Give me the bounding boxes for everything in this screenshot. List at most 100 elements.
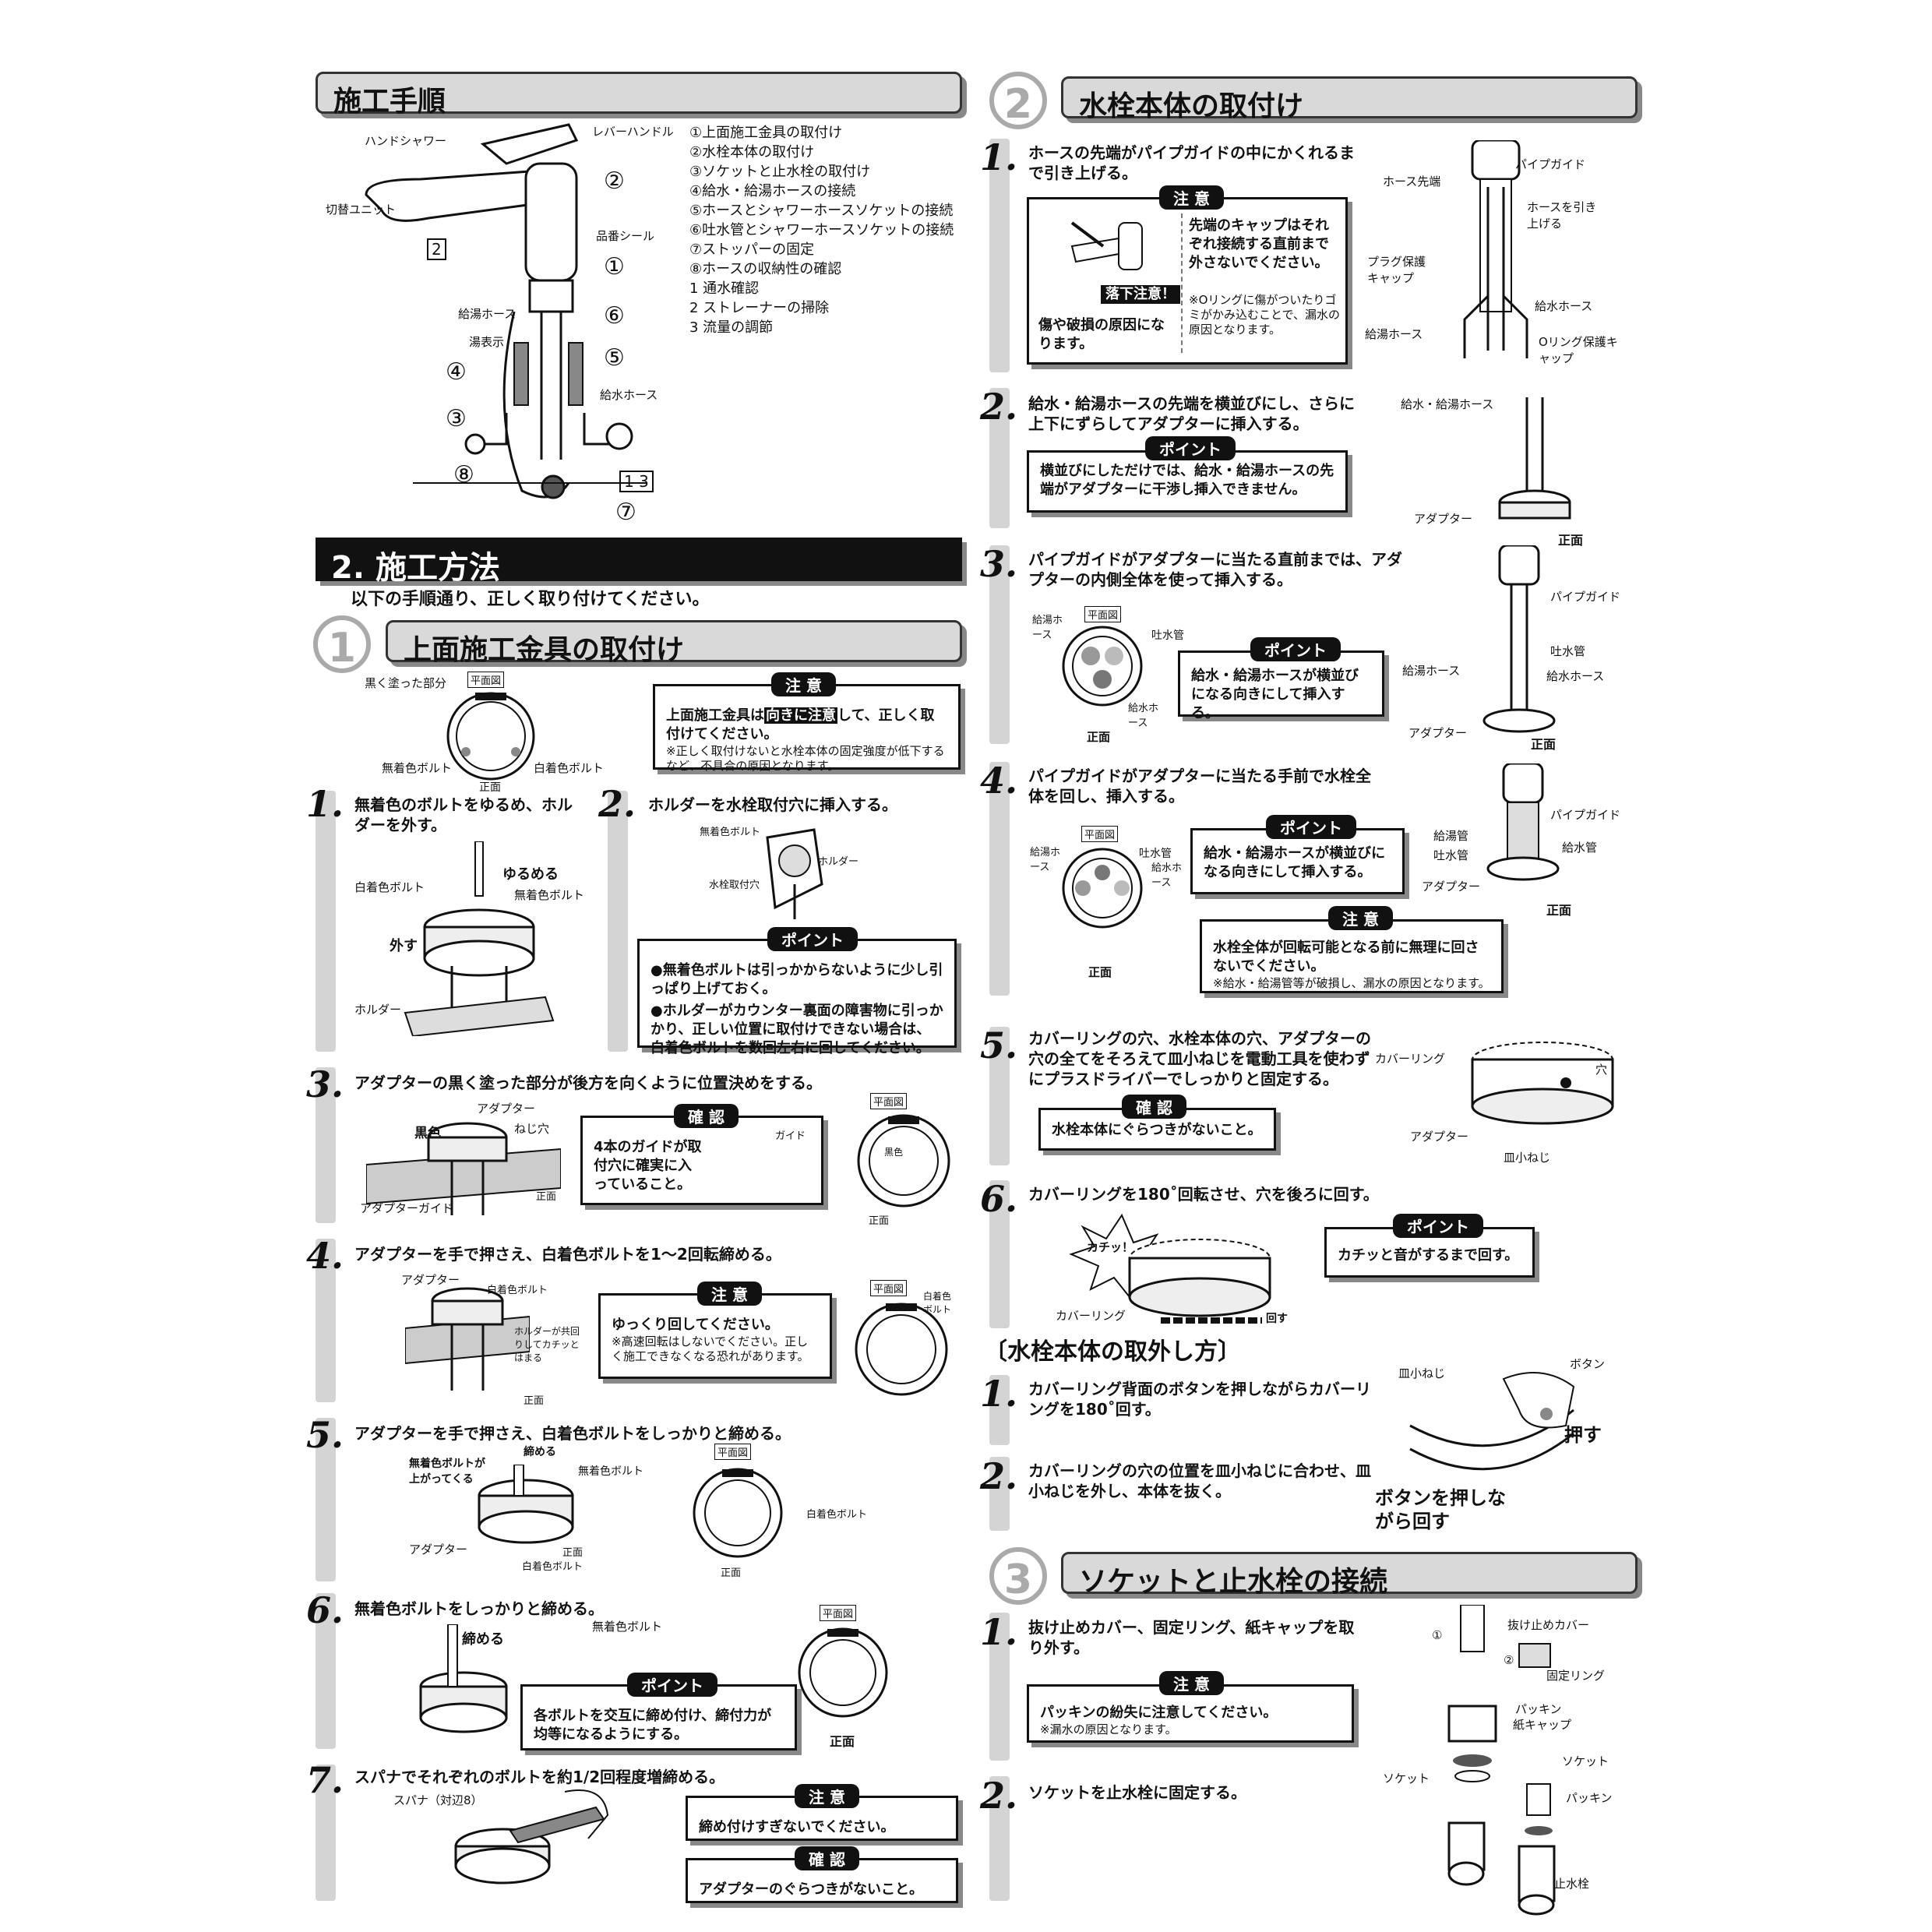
sec1-step4-num: 4. <box>306 1235 344 1277</box>
sec1-step5-label-plan: 平面図 <box>714 1444 752 1460</box>
sec2-step1-illustration <box>1463 140 1528 358</box>
sec2-step4-illustration <box>1486 763 1560 881</box>
sec1-label-black-part: 黒く塗った部分 <box>365 676 447 690</box>
sec1-step5-label-white-bolt: 白着色ボルト <box>522 1561 583 1573</box>
sec2-step3-label-pipe-guide: パイプガイド <box>1550 590 1621 604</box>
sec1-step3-check-tag: 確 認 <box>674 1104 739 1128</box>
sec1-step6-illustration <box>419 1624 508 1733</box>
method-intro: 以下の手順通り、正しく取り付けてください。 <box>351 590 710 609</box>
sec1-label-plan: 平面図 <box>467 672 505 688</box>
sec1-step3-bar <box>316 1067 336 1223</box>
sec1-step2-point-box: ●無着色ボルトは引っかからないように少し引っぱり上げておく。 ●ホルダーがカウン… <box>637 939 957 1056</box>
faucet-overview-illustration <box>365 123 647 499</box>
sec2-step4-caution-tag: 注 意 <box>1328 906 1393 930</box>
sec2-step1-caution-tag: 注 意 <box>1159 185 1224 210</box>
sec2-step1-num: 1. <box>980 136 1018 178</box>
removal-illustration <box>1409 1372 1575 1471</box>
label-hot-mark: 湯表示 <box>469 335 505 349</box>
sec3-step1-num: 1. <box>980 1611 1018 1653</box>
sec2-step2-num: 2. <box>980 386 1018 428</box>
sec2-step1-label-hose-tip: ホース先端 <box>1383 175 1441 189</box>
sec2-step4-label-spout2: 吐水管 <box>1433 848 1469 862</box>
sec2-step3-label-front2: 正面 <box>1531 737 1557 752</box>
sec2-step5-label-adapter: アダプター <box>1410 1130 1469 1144</box>
sec1-step5-bar <box>316 1418 336 1581</box>
sec1-step6-bar <box>316 1593 336 1749</box>
sec2-step4-label-front: 正面 <box>1088 965 1112 979</box>
sec1-step1-num: 1. <box>306 783 344 825</box>
callout-2: ② <box>604 167 625 195</box>
sec2-step5-label-hole: 穴 <box>1595 1063 1608 1077</box>
sec2-step1-caution-illustration <box>1070 221 1143 270</box>
sec1-step7-check-tag: 確 認 <box>795 1846 859 1870</box>
sec3-label-stop-valve: 止水栓 <box>1554 1877 1590 1891</box>
sec2-step2-text: 給水・給湯ホースの先端を横並びにし、さらに上下にずらしてアダプターに挿入する。 <box>1028 394 1355 433</box>
sec2-step4-label-adapter: アダプター <box>1422 880 1481 894</box>
sec2-step5-bar <box>989 1027 1010 1165</box>
sec3-step1-text: 抜け止めカバー、固定リング、紙キャップを取り外す。 <box>1028 1618 1355 1657</box>
sec1-step5-label-front: 正面 <box>562 1547 583 1559</box>
sec1-step6-plan-illustration <box>798 1627 888 1718</box>
sec1-step7-text: スパナでそれぞれのボルトを約1/2回程度増締める。 <box>354 1768 725 1786</box>
callout-7: ⑦ <box>615 499 636 526</box>
sec1-title: 上面施工金具の取付け <box>386 620 962 666</box>
sec2-step1-label-pull-up: ホースを引き上げる <box>1527 200 1597 231</box>
label-switch-unit: 切替ユニット <box>326 203 397 217</box>
sec2-step3-label-spout: 吐水管 <box>1151 629 1184 642</box>
sec1-step1-bar <box>316 791 336 1052</box>
sec2-step6-bar <box>989 1180 1010 1328</box>
callout-8: ⑧ <box>453 461 474 488</box>
sec1-step1-label-plain-bolt: 無着色ボルト <box>514 888 585 902</box>
sec1-step6-label-plain-bolt: 無着色ボルト <box>592 1620 663 1634</box>
removal-label-screw: 皿小ねじ <box>1398 1366 1446 1380</box>
sec2-step3-plan-illustration <box>1062 626 1143 707</box>
sec1-label-plain-bolt: 無着色ボルト <box>382 761 453 775</box>
sec3-label-packing: パッキン <box>1515 1702 1562 1716</box>
sec1-step2-num: 2. <box>598 783 636 825</box>
sec1-step3-label-front2: 正面 <box>869 1215 890 1227</box>
sec1-step4-caution-box: ゆっくり回してください。 ※高速回転はしないでください。正しく施工できなくなる恐… <box>598 1293 832 1379</box>
sec1-step4-illustration <box>405 1287 530 1391</box>
sec2-step2-label-front: 正面 <box>1558 533 1584 548</box>
sec2-step2-illustration <box>1498 397 1571 520</box>
sec1-step4-label-front: 正面 <box>524 1395 545 1407</box>
sec2-step4-plan-illustration <box>1062 848 1143 929</box>
sec1-step5-num: 5. <box>306 1414 344 1456</box>
sec1-step7-illustration <box>454 1789 609 1884</box>
sec3-step1-caution-box: パッキンの紛失に注意してください。 ※漏水の原因となります。 <box>1027 1684 1354 1743</box>
sec2-step3-point-box: 給水・給湯ホースが横並びになる向きにして挿入する。 <box>1178 650 1384 721</box>
sec2-step3-label-spout2: 吐水管 <box>1550 644 1586 658</box>
sec1-step2-label-holder: ホルダー <box>818 856 859 868</box>
sec2-step3-label-hot-hose: 給湯ホース <box>1032 615 1063 641</box>
sec2-step1-label-pipe-guide: パイプガイド <box>1515 157 1586 171</box>
sec1-step1-label-white-bolt: 白着色ボルト <box>354 880 425 894</box>
removal-step1-num: 1. <box>980 1373 1018 1415</box>
sec1-step6-text: 無着色ボルトをしっかりと締める。 <box>354 1599 604 1618</box>
sec2-step2-point-box: 横並びにしただけでは、給水・給湯ホースの先端がアダプターに干渉し挿入できません。 <box>1027 450 1348 513</box>
sec2-step6-label-rotate: 回す <box>1266 1313 1288 1325</box>
removal-label-button: ボタン <box>1570 1357 1606 1371</box>
sec1-step3-text: アダプターの黒く塗った部分が後方を向くように位置決めをする。 <box>354 1074 822 1092</box>
sec2-step3-label-cold-hose2: 給水ホース <box>1546 669 1605 683</box>
sec1-step5-plan-illustration <box>693 1468 783 1558</box>
sec1-step3-label-guide2: ガイド <box>775 1130 806 1142</box>
sec1-step4-bar <box>316 1239 336 1402</box>
sec1-label-white-bolt: 白着色ボルト <box>534 761 605 775</box>
sec1-step4-caution-tag: 注 意 <box>697 1282 762 1306</box>
sec2-step2-point-tag: ポイント <box>1145 436 1236 460</box>
label-cold-hose: 給水ホース <box>600 388 658 402</box>
sec1-step3-illustration <box>366 1122 561 1215</box>
sec1-step7-caution-tag: 注 意 <box>795 1784 859 1808</box>
removal-step2-num: 2. <box>980 1455 1018 1497</box>
sec1-step2-text: ホルダーを水栓取付穴に挿入する。 <box>648 795 897 814</box>
sec1-step4-label-plan: 平面図 <box>870 1280 908 1296</box>
sec1-step5-text: アダプターを手で押さえ、白着色ボルトをしっかりと締める。 <box>354 1424 791 1443</box>
sec2-step4-caution-box: 水栓全体が回転可能となる前に無理に回さないでください。 ※給水・給湯管等が破損し… <box>1200 919 1504 993</box>
sec1-step5-label-plain-bolt: 無着色ボルト <box>578 1465 643 1478</box>
sec1-step1-text: 無着色のボルトをゆるめ、ホルダーを外す。 <box>354 795 573 834</box>
sec1-caution-box: 上面施工金具は向きに注意して、正しく取付けてください。 ※正しく取付けないと水栓… <box>653 684 961 773</box>
sec3-number: 3 <box>989 1547 1047 1605</box>
sec1-step2-label-plain-bolt: 無着色ボルト <box>700 827 761 838</box>
sec3-step1-caution-tag: 注 意 <box>1159 1671 1224 1695</box>
sec2-step4-text: パイプガイドがアダプターに当たる手前で水栓全体を回し、挿入する。 <box>1028 767 1371 806</box>
